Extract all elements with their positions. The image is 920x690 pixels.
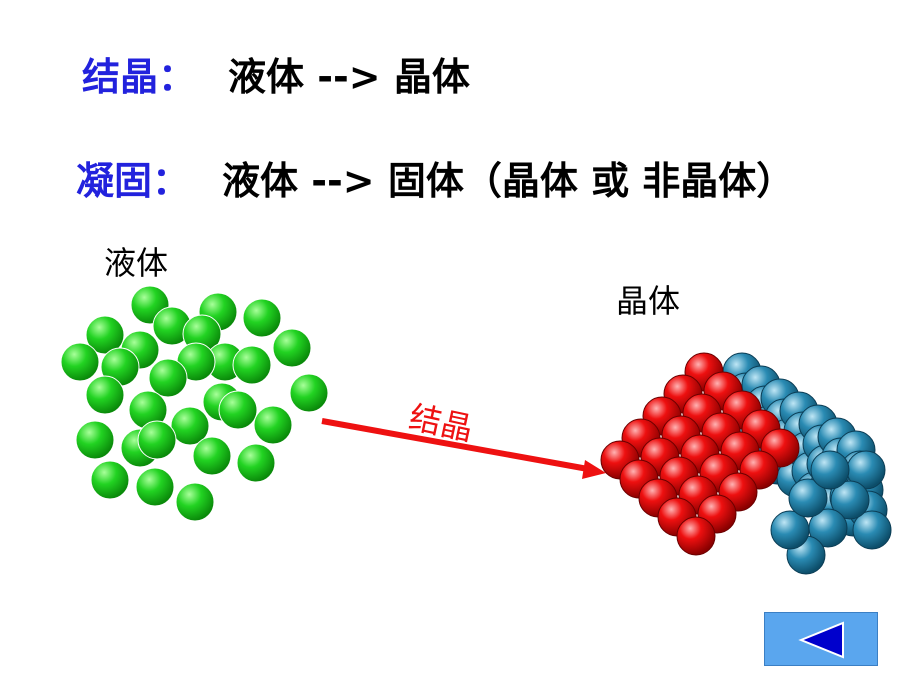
solidification-expression: 液体 --> 固体（晶体 或 非晶体） (222, 159, 795, 203)
crystal-particle-blue (810, 450, 850, 490)
liquid-particle (175, 482, 215, 522)
liquid-particle (148, 358, 188, 398)
crystallization-expression: 液体 --> 晶体 (228, 55, 470, 99)
triangle-left-icon (798, 621, 844, 659)
liquid-particle (90, 460, 130, 500)
liquid-particle (60, 342, 100, 382)
crystal-particle-red (676, 516, 716, 556)
liquid-particle (75, 420, 115, 460)
liquid-particle (253, 405, 293, 445)
liquid-particle (85, 375, 125, 415)
crystal-lattice-red-face (600, 352, 800, 556)
crystal-particle-blue (788, 478, 828, 518)
crystallization-definition: 结晶： 液体 --> 晶体 (82, 46, 470, 101)
liquid-particle (85, 315, 125, 355)
liquid-particle (218, 390, 258, 430)
liquid-particle (135, 467, 175, 507)
crystal-particle-blue (852, 510, 892, 550)
solidification-term: 凝固： (76, 159, 191, 203)
arrow-head (582, 460, 606, 479)
crystallization-term: 结晶： (82, 55, 197, 99)
liquid-label: 液体 (104, 244, 169, 282)
liquid-particle (289, 373, 329, 413)
crystallization-arrow (321, 418, 606, 479)
solidification-definition: 凝固： 液体 --> 固体（晶体 或 非晶体） (76, 150, 794, 205)
liquid-particle (272, 328, 312, 368)
back-button[interactable] (764, 612, 878, 666)
liquid-particles (60, 285, 329, 522)
liquid-particle (236, 443, 276, 483)
crystal-particle-blue (830, 480, 870, 520)
arrow-shaft (321, 418, 589, 472)
liquid-particle (192, 436, 232, 476)
crystal-label: 晶体 (616, 282, 681, 320)
liquid-particle (232, 345, 272, 385)
liquid-particle (242, 298, 282, 338)
liquid-particle (137, 420, 177, 460)
crystal-particle-blue (770, 510, 810, 550)
liquid-particle (170, 406, 210, 446)
